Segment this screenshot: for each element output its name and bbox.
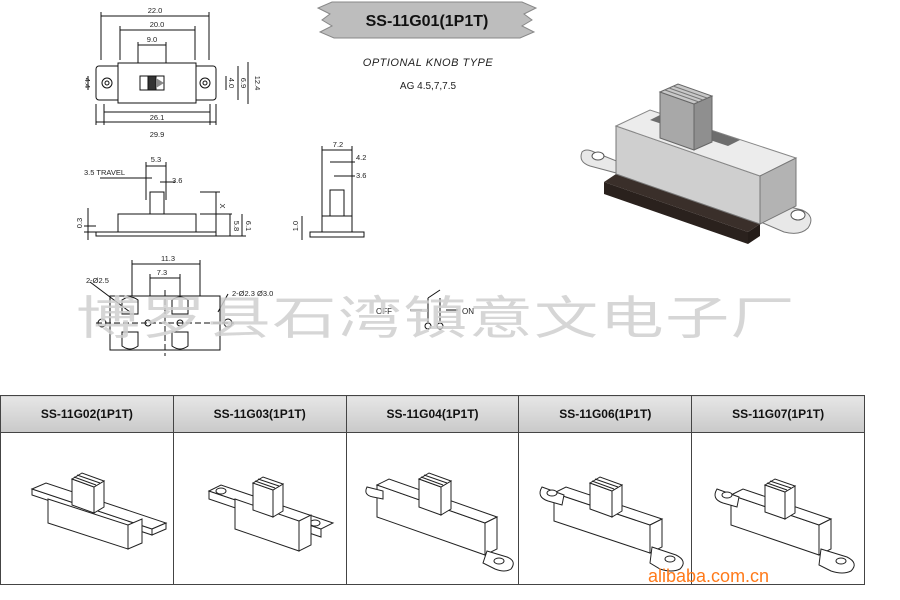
table-image-row xyxy=(0,432,865,585)
top-view-drawing xyxy=(87,12,249,125)
dim-26-1: 26.1 xyxy=(150,113,165,122)
model-image-cell xyxy=(0,432,174,585)
dim-3-6-side: 3.6 xyxy=(356,171,366,180)
switch-ss-11g07-illustration xyxy=(714,478,855,574)
dim-4-0: 4.0 xyxy=(227,78,236,88)
model-image-cell xyxy=(172,432,347,585)
dim-11-3: 11.3 xyxy=(161,254,175,263)
dim-4-4: 4.4 xyxy=(83,78,92,88)
dim-1-0: 1.0 xyxy=(291,221,300,231)
switch-ss-11g04-illustration xyxy=(365,472,515,572)
dim-4-2: 4.2 xyxy=(356,153,366,162)
side-view-drawing xyxy=(301,146,365,240)
ag-values-text: AG 4.5,7,7.5 xyxy=(400,81,457,92)
dim-5-3: 5.3 xyxy=(151,155,161,164)
switch-3d-illustration xyxy=(580,83,812,244)
dim-2-holes-2-5: 2-Ø2.5 xyxy=(86,276,109,285)
technical-drawing: SS-11G01(1P1T) OPTIONAL KNOB TYPE AG 4.5… xyxy=(75,1,812,356)
schematic-on-label: ON xyxy=(462,307,474,316)
dim-6-9: 6.9 xyxy=(239,78,248,88)
subtitle-text: OPTIONAL KNOB TYPE xyxy=(363,57,494,69)
dim-2-holes-2-3: 2-Ø2.3 Ø3.0 xyxy=(232,289,273,298)
switch-ss-11g03-illustration xyxy=(207,476,334,552)
model-header-ss-11g06: SS-11G06(1P1T) xyxy=(518,394,693,434)
dim-5-8: 5.8 xyxy=(232,221,241,231)
dim-3-6-front: 3.6 xyxy=(172,176,182,185)
dim-20-0: 20.0 xyxy=(150,20,165,29)
dim-7-3: 7.3 xyxy=(157,268,167,277)
model-header-ss-11g07: SS-11G07(1P1T) xyxy=(691,394,865,434)
title-banner: SS-11G01(1P1T) xyxy=(316,1,538,39)
watermark-text: 博罗县石湾镇意文电子厂 xyxy=(76,291,796,345)
dim-12-4: 12.4 xyxy=(253,76,262,91)
dim-7-2: 7.2 xyxy=(333,140,343,149)
model-header-ss-11g03: SS-11G03(1P1T) xyxy=(172,394,347,434)
dim-3-5-travel: 3.5 TRAVEL xyxy=(84,168,125,177)
model-header-ss-11g04: SS-11G04(1P1T) xyxy=(345,394,520,434)
title-text: SS-11G01(1P1T) xyxy=(366,13,489,30)
dim-9-0: 9.0 xyxy=(147,35,157,44)
model-image-cell xyxy=(691,432,865,585)
switch-ss-11g02-illustration xyxy=(30,472,168,550)
model-image-cell xyxy=(518,432,693,585)
switch-schematic xyxy=(410,289,458,330)
model-comparison-table: SS-11G02(1P1T) SS-11G03(1P1T) SS-11G04(1… xyxy=(0,394,865,585)
dim-6-1: 6.1 xyxy=(244,221,253,231)
schematic-off-label: OFF xyxy=(376,307,392,316)
model-header-ss-11g02: SS-11G02(1P1T) xyxy=(0,394,174,434)
dim-29-9: 29.9 xyxy=(150,130,165,139)
model-image-cell xyxy=(345,432,520,585)
table-header-row: SS-11G02(1P1T) SS-11G03(1P1T) SS-11G04(1… xyxy=(0,394,865,434)
dim-x: X xyxy=(218,203,227,208)
switch-ss-11g06-illustration xyxy=(539,476,684,572)
dim-22-0: 22.0 xyxy=(148,6,163,15)
front-view-drawing xyxy=(84,162,246,240)
pcb-layout-drawing xyxy=(89,260,234,356)
dim-0-3: 0.3 xyxy=(75,218,84,228)
